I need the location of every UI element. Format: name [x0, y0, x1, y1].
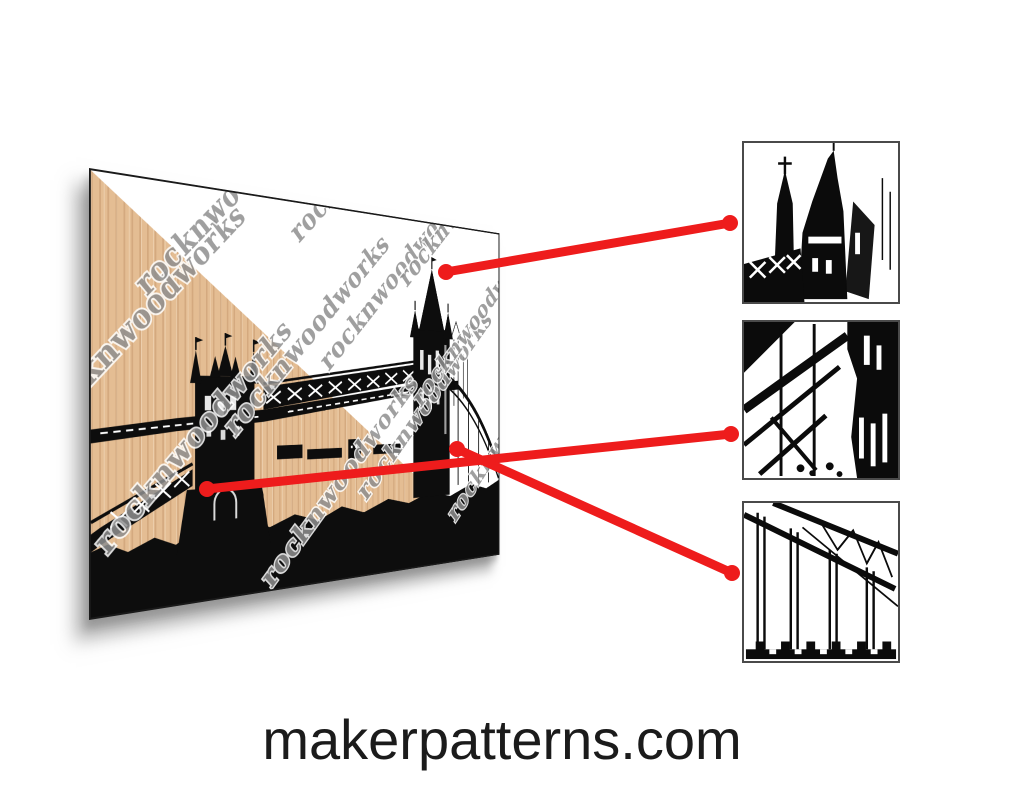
pier-detail-image — [744, 503, 898, 660]
detail-box-walkway — [742, 320, 900, 480]
detail-box-tower-top — [742, 141, 900, 304]
pattern-panel: rocknwoodworks rocknwoodworks rocknwoodw… — [89, 168, 500, 620]
watermark-text: rocknwoodworks — [216, 225, 396, 445]
site-title: makerpatterns.com — [262, 708, 742, 771]
walkway-detail-image — [744, 322, 898, 478]
detail-box-pier — [742, 501, 900, 663]
watermark-text: rocknwoodworks — [392, 168, 500, 295]
tower-top-detail-image — [744, 143, 891, 302]
watermark-text: rocknwoodworks — [254, 365, 425, 596]
watermark-layer: rocknwoodworks rocknwoodworks rocknwoodw… — [89, 168, 500, 617]
